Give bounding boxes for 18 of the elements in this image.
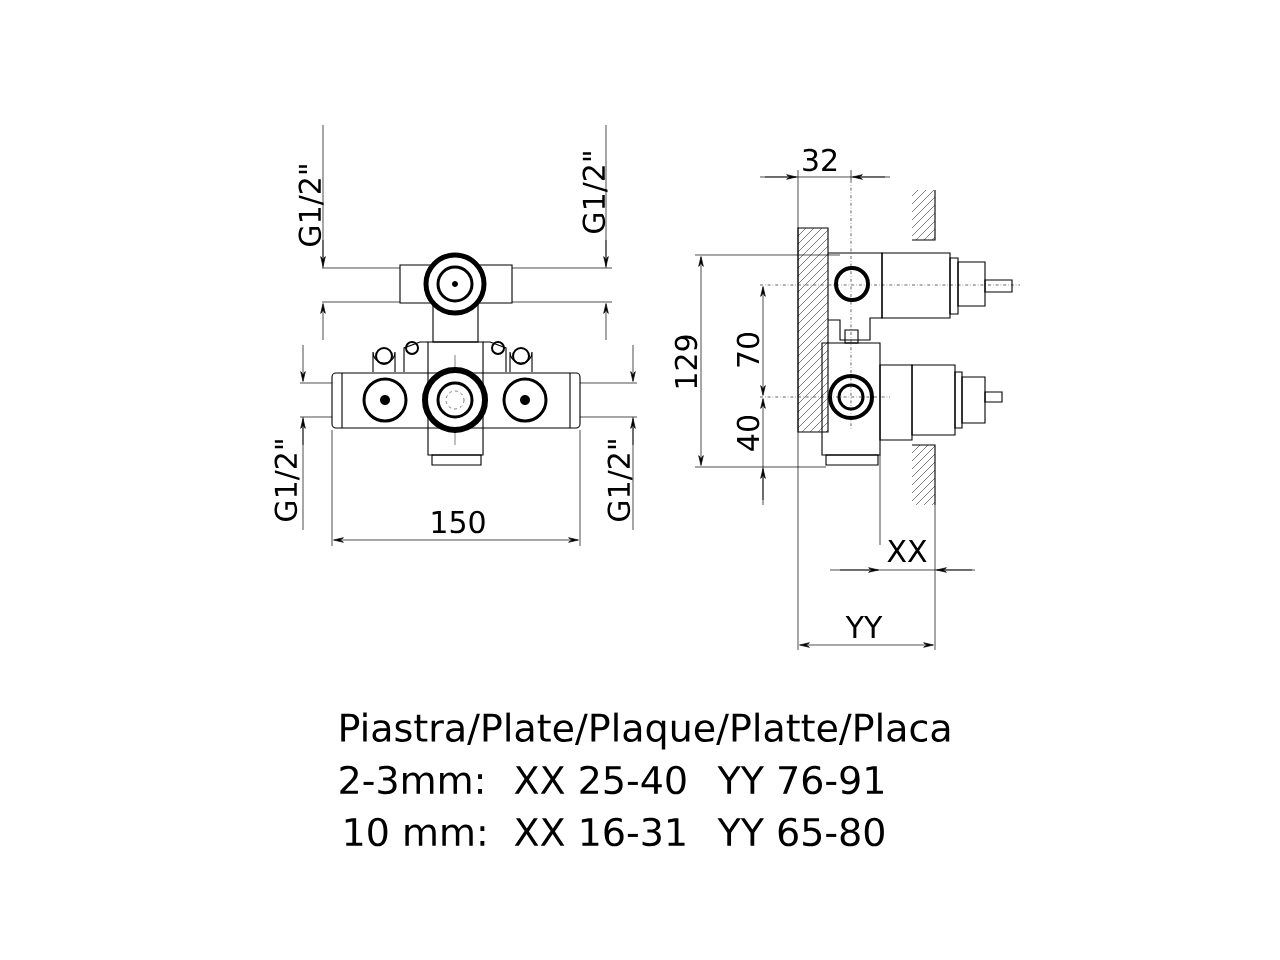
table-cell: YY 76-91 bbox=[717, 765, 883, 795]
dimension-label: G1/2" bbox=[274, 440, 300, 521]
table-cell: 10 mm: bbox=[345, 817, 485, 847]
table-cell: 2-3mm: bbox=[340, 765, 482, 795]
dimension-label: YY bbox=[845, 616, 883, 638]
dimension-label: G1/2" bbox=[607, 440, 633, 521]
dimension-label: 32 bbox=[803, 148, 837, 172]
dimension-label: G1/2" bbox=[582, 152, 608, 233]
dimension-label: G1/2" bbox=[298, 165, 324, 246]
table-cell: YY 65-80 bbox=[717, 817, 884, 847]
table-cell: XX 25-40 bbox=[514, 765, 686, 795]
dimension-label: 129 bbox=[674, 335, 698, 388]
table-heading: Piastra/Plate/Plaque/Platte/Placa bbox=[341, 712, 950, 750]
dimension-label: 40 bbox=[736, 415, 760, 451]
dimension-label: 150 bbox=[432, 510, 485, 534]
dimension-label: XX bbox=[887, 540, 927, 562]
table-cell: XX 16-31 bbox=[514, 817, 685, 847]
dimension-label: 70 bbox=[736, 332, 760, 367]
